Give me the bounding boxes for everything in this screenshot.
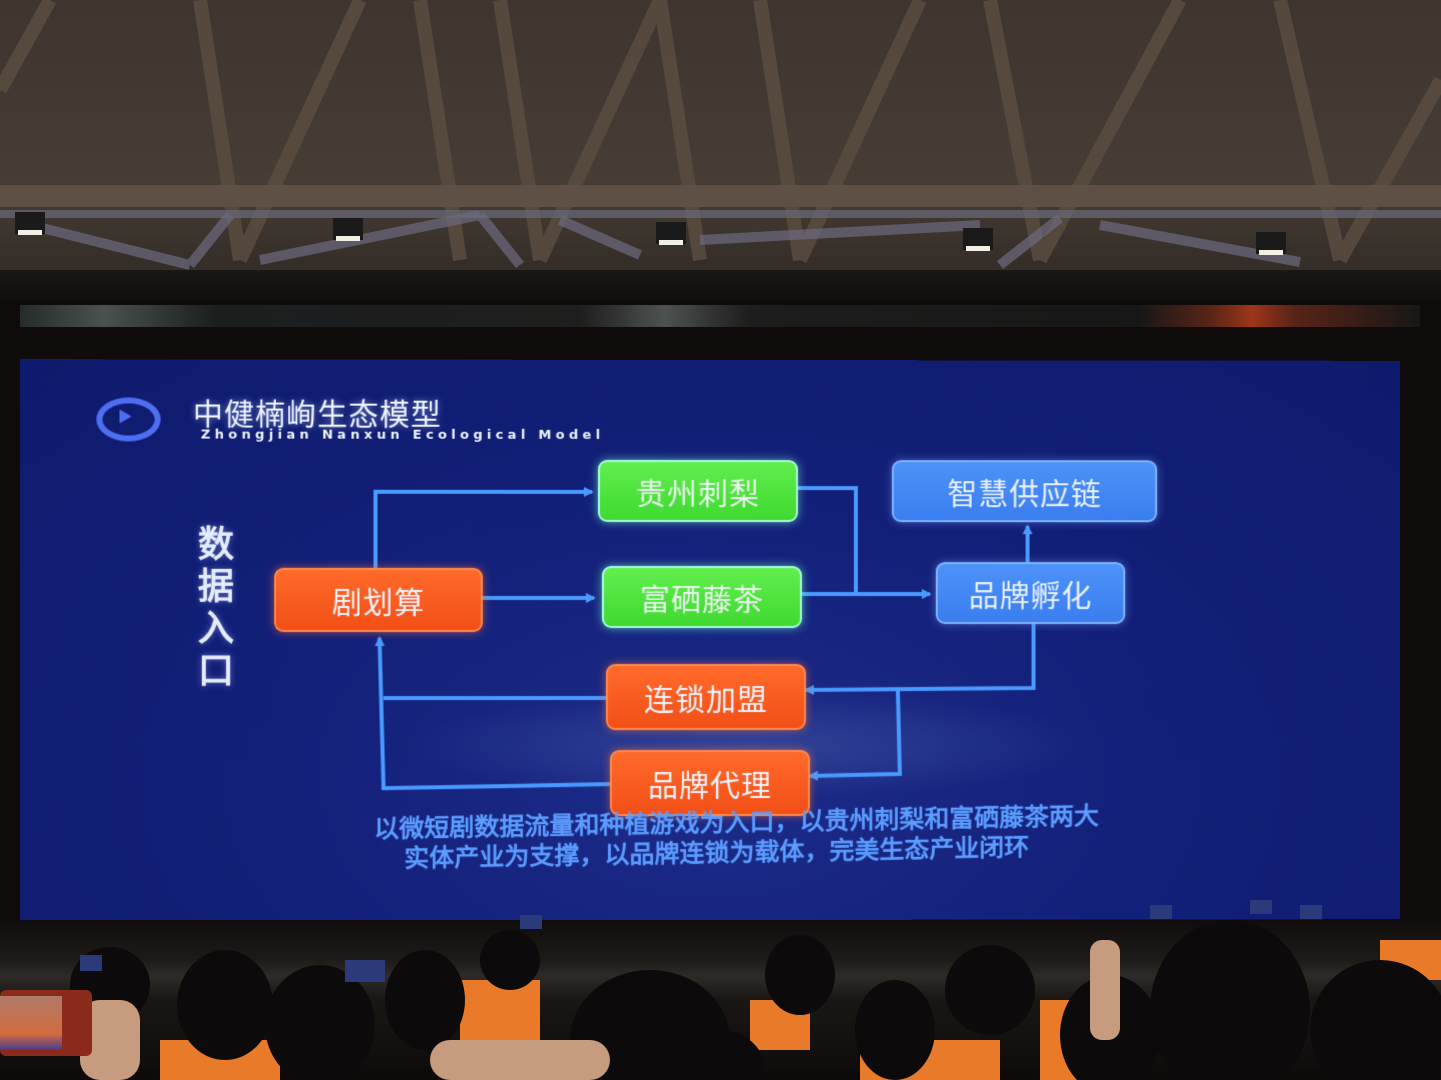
node-label: 贵州刺梨 bbox=[635, 476, 760, 513]
flow-arrows bbox=[20, 359, 1400, 921]
ceiling-truss bbox=[0, 0, 1441, 270]
stage-light-strip bbox=[20, 305, 1420, 327]
node-label: 品牌代理 bbox=[647, 768, 772, 805]
audience-phone bbox=[0, 990, 92, 1056]
audience bbox=[70, 900, 1441, 1080]
node-label: 剧划算 bbox=[331, 585, 426, 621]
node-label: 智慧供应链 bbox=[947, 477, 1102, 513]
node-franchise: 连锁加盟 bbox=[605, 663, 806, 731]
phone-screen bbox=[0, 996, 62, 1050]
node-label: 富硒藤茶 bbox=[639, 582, 764, 619]
node-label: 连锁加盟 bbox=[643, 682, 768, 719]
node-product2: 富硒藤茶 bbox=[601, 565, 802, 629]
ceiling bbox=[0, 0, 1441, 300]
node-incubation: 品牌孵化 bbox=[935, 562, 1126, 625]
presentation-screen: 中健楠峋生态模型 Zhongjian Nanxun Ecological Mod… bbox=[20, 359, 1400, 921]
node-entry: 剧划算 bbox=[274, 567, 483, 632]
node-agency: 品牌代理 bbox=[609, 749, 810, 817]
node-label: 品牌孵化 bbox=[968, 579, 1093, 615]
node-supply-chain: 智慧供应链 bbox=[891, 460, 1158, 523]
node-product1: 贵州刺梨 bbox=[597, 459, 798, 523]
